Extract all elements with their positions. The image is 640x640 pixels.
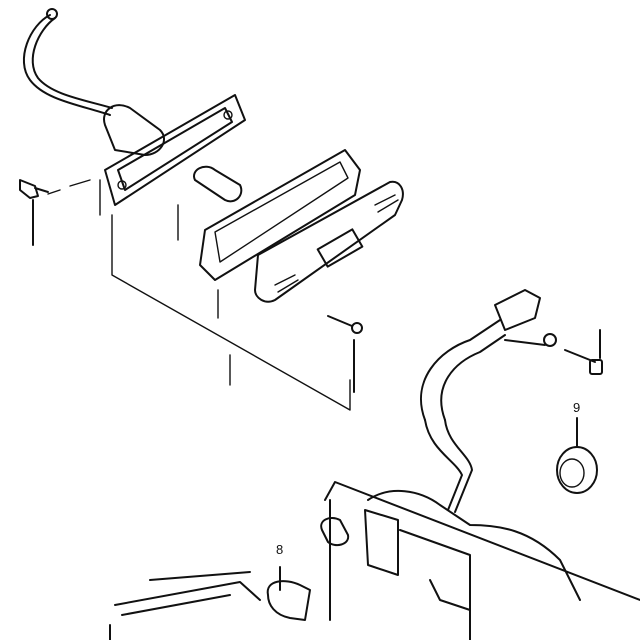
marker-bulb (193, 165, 243, 203)
marker-lens (254, 180, 404, 303)
assembly-leader-lines (47, 179, 351, 411)
combination-lens (109, 571, 261, 640)
marker-lamp-housing (103, 94, 246, 206)
upper-wire-harness (22, 8, 113, 116)
grommet (556, 417, 598, 494)
lens-gasket (199, 149, 361, 281)
callout-label-8: 8 (276, 542, 284, 557)
combination-lamp-housing (320, 481, 640, 640)
lower-wire-harness (420, 289, 557, 513)
tapping-screw (327, 315, 363, 393)
bolt-left (19, 179, 49, 246)
bolt-right (564, 329, 603, 375)
callout-label-9: 9 (573, 400, 581, 415)
bulb-8 (266, 566, 311, 621)
